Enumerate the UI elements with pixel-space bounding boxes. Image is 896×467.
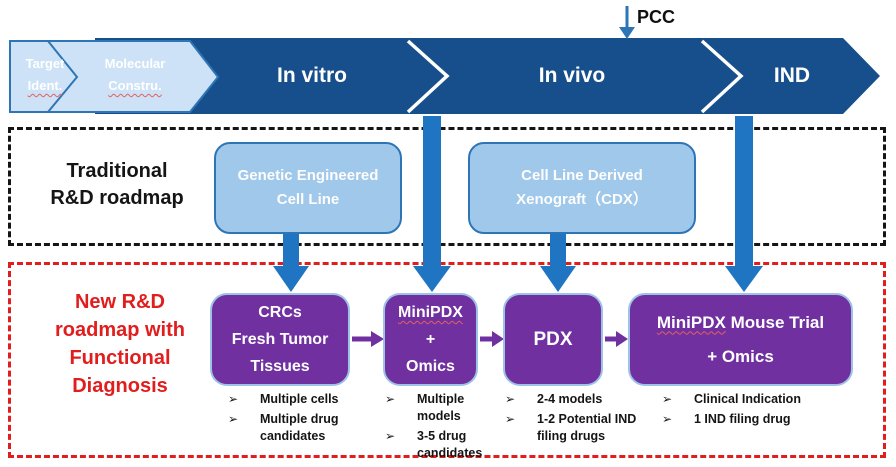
target-line: Target [25, 56, 65, 71]
bullet-text: Multiple drug candidates [260, 412, 339, 443]
crcs-bullets: ➢ Multiple cells ➢ Multiple drug candida… [228, 391, 350, 448]
box-line: Genetic Engineered [237, 167, 379, 184]
list-item: ➢ Multiple models [385, 391, 503, 425]
box-line: PDX [533, 329, 573, 350]
list-item: ➢ Multiple cells [228, 391, 350, 408]
stage-target-ident: Target Ident. [12, 53, 78, 97]
bullet-text: 2-4 models [537, 392, 603, 406]
genetic-engineered-cell-line-box: Genetic Engineered Cell Line [214, 142, 402, 234]
bullet-arrow-icon: ➢ [662, 412, 673, 426]
list-item: ➢ 2-4 models [505, 391, 640, 408]
minipdx-word: MiniPDX [656, 312, 726, 332]
bullet-arrow-icon: ➢ [662, 392, 673, 406]
list-item: ➢ 3-5 drug candidates [385, 428, 503, 462]
box-line: Cell Line Derived [521, 167, 643, 184]
traditional-title-line1: Traditional [66, 160, 168, 182]
box-line: Xenograft（CDX） [516, 191, 648, 208]
traditional-title: Traditional R&D roadmap [22, 158, 212, 212]
box-line: Tissues [250, 358, 310, 375]
bullet-text: 1 IND filing drug [694, 412, 791, 426]
ident-line: Ident. [27, 78, 63, 93]
bullet-text: 1-2 Potential IND filing drugs [537, 412, 637, 443]
mouse-trial-bullets: ➢ Clinical Indication ➢ 1 IND filing dru… [662, 391, 832, 431]
traditional-title-line2: R&D roadmap [50, 187, 184, 209]
stage-in-vitro: In vitro [276, 64, 347, 87]
list-item: ➢ 1-2 Potential IND filing drugs [505, 411, 640, 445]
box-line: + Omics [707, 346, 774, 366]
minipdx-omics-box: MiniPDX + Omics [383, 293, 478, 386]
bullet-arrow-icon: ➢ [228, 412, 239, 426]
pcc-label: PCC [637, 7, 676, 27]
box-line: Fresh Tumor [231, 331, 329, 348]
stage-in-vivo: In vivo [538, 64, 606, 87]
new-roadmap-title: New R&D roadmap with Functional Diagnosi… [28, 288, 212, 400]
box-line: Omics [406, 358, 455, 375]
bullet-arrow-icon: ➢ [385, 429, 396, 443]
box-line: MiniPDX [398, 304, 463, 321]
new-title-line4: Diagnosis [72, 375, 168, 397]
bullet-arrow-icon: ➢ [505, 392, 516, 406]
bullet-arrow-icon: ➢ [385, 392, 396, 406]
box-line: Cell Line [276, 191, 340, 208]
box-line: CRCs [258, 304, 302, 321]
bullet-arrow-icon: ➢ [505, 412, 516, 426]
new-title-line3: Functional [69, 347, 171, 369]
pdx-box: PDX [503, 293, 603, 386]
new-title-line2: roadmap with [54, 319, 185, 341]
minipdx-mouse-trial-box: MiniPDX Mouse Trial + Omics [628, 293, 853, 386]
new-title-line1: New R&D [74, 291, 165, 313]
bullet-text: 3-5 drug candidates [417, 429, 483, 460]
bullet-text: Multiple models [417, 392, 465, 423]
bullet-text: Clinical Indication [694, 392, 801, 406]
stage-ind: IND [773, 64, 811, 87]
list-item: ➢ Multiple drug candidates [228, 411, 350, 445]
bullet-arrow-icon: ➢ [228, 392, 239, 406]
list-item: ➢ Clinical Indication [662, 391, 832, 408]
crcs-box: CRCs Fresh Tumor Tissues [210, 293, 350, 386]
stage-molecular-constru: Molecular Constru. [83, 53, 187, 97]
molecular-line: Molecular [104, 56, 166, 71]
box-line: MiniPDX Mouse Trial [630, 306, 851, 340]
box-line: + [425, 331, 436, 348]
mouse-trial-word: Mouse Trial [725, 312, 825, 332]
minipdx-bullets: ➢ Multiple models ➢ 3-5 drug candidates [385, 391, 503, 465]
constru-line: Constru. [108, 78, 162, 93]
cdx-box: Cell Line Derived Xenograft（CDX） [468, 142, 696, 234]
bullet-text: Multiple cells [260, 392, 339, 406]
pdx-bullets: ➢ 2-4 models ➢ 1-2 Potential IND filing … [505, 391, 640, 448]
list-item: ➢ 1 IND filing drug [662, 411, 832, 428]
